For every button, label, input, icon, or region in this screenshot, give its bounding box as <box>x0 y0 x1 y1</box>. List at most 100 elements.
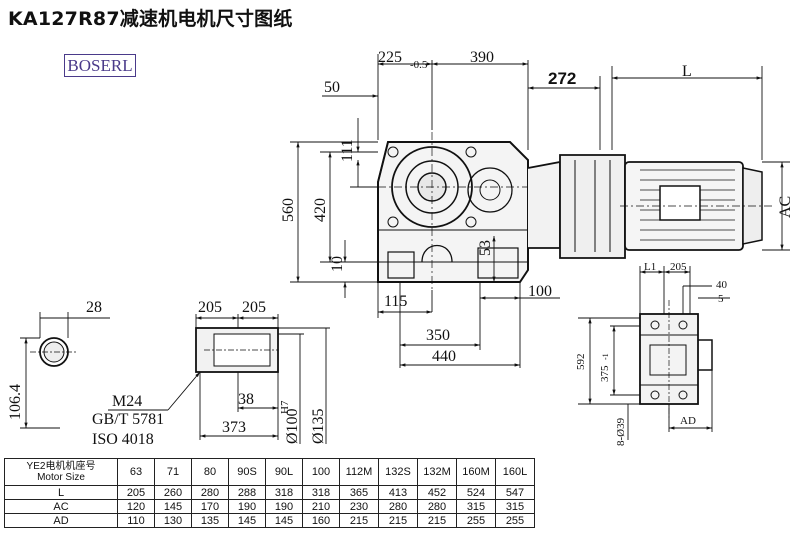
header-cn: YE2电机机座号 <box>26 461 96 472</box>
gearbox-front-view <box>362 132 775 292</box>
dim-phi100-fit: H7 <box>279 400 291 414</box>
table-cell: 452 <box>417 485 457 500</box>
dim-8-phi39: 8-Ø39 <box>615 417 627 446</box>
table-cell: 413 <box>378 485 418 500</box>
size-header-cell: 90L <box>265 458 303 486</box>
dim-phi135: Ø135 <box>310 408 327 444</box>
header-en: Motor Size <box>37 472 85 483</box>
size-header-cell: 112M <box>339 458 379 486</box>
row-label: AC <box>4 499 118 514</box>
shaft-end-view <box>20 312 110 429</box>
table-cell: 288 <box>228 485 266 500</box>
table-cell: 215 <box>378 513 418 528</box>
size-header-cell: 132S <box>378 458 418 486</box>
size-header-cell: 63 <box>117 458 155 486</box>
dim-28: 28 <box>86 299 102 316</box>
row-label: AD <box>4 513 118 528</box>
dim-phi100: Ø100 <box>284 408 301 444</box>
dim-5: 5 <box>718 293 724 305</box>
table-cell: 120 <box>117 499 155 514</box>
table-cell: 547 <box>495 485 535 500</box>
table-cell: 170 <box>191 499 229 514</box>
dim-L: L <box>682 63 692 80</box>
dim-53: 53 <box>477 240 494 256</box>
page-title: KA127R87减速机电机尺寸图纸 <box>8 8 293 30</box>
table-cell: 145 <box>265 513 303 528</box>
label-m24: M24 <box>112 393 142 410</box>
dim-205-left: 205 <box>198 299 222 316</box>
dim-560: 560 <box>280 198 297 222</box>
table-cell: 135 <box>191 513 229 528</box>
table-cell: 318 <box>265 485 303 500</box>
table-cell: 145 <box>228 513 266 528</box>
table-cell: 230 <box>339 499 379 514</box>
table-cell: 255 <box>495 513 535 528</box>
table-cell: 260 <box>154 485 192 500</box>
dim-111: 111 <box>339 139 356 162</box>
table-cell: 280 <box>378 499 418 514</box>
table-cell: 318 <box>302 485 340 500</box>
table-cell: 315 <box>495 499 535 514</box>
table-cell: 205 <box>117 485 155 500</box>
dim-225: 225 <box>378 49 402 66</box>
dim-205-right: 205 <box>242 299 266 316</box>
foot-view <box>578 266 730 440</box>
dim-40: 40 <box>716 279 728 291</box>
dim-225-tolerance: -0.5 <box>410 59 428 71</box>
size-header-cell: 132M <box>417 458 457 486</box>
table-cell: 215 <box>339 513 379 528</box>
dim-106-4: 106.4 <box>7 384 24 420</box>
table-cell: 365 <box>339 485 379 500</box>
table-cell: 280 <box>417 499 457 514</box>
label-iso-standard: ISO 4018 <box>92 431 154 448</box>
size-header-cell: 160M <box>456 458 496 486</box>
dim-205-foot: 205 <box>670 261 687 273</box>
dim-115: 115 <box>384 293 407 310</box>
size-header-cell: 160L <box>495 458 535 486</box>
table-cell: 110 <box>117 513 155 528</box>
dim-375: 375 <box>599 365 611 382</box>
table-cell: 280 <box>191 485 229 500</box>
dim-592: 592 <box>575 354 587 371</box>
table-cell: 315 <box>456 499 496 514</box>
hollow-shaft-section <box>108 314 330 444</box>
dim-AC: AC <box>777 196 794 218</box>
table-cell: 524 <box>456 485 496 500</box>
dim-10: 10 <box>329 256 346 272</box>
size-header-cell: 90S <box>228 458 266 486</box>
dim-50: 50 <box>324 79 340 96</box>
size-header-cell: 71 <box>154 458 192 486</box>
table-cell: 210 <box>302 499 340 514</box>
technical-drawing: 225 -0.5 390 272 L 50 111 560 420 10 115… <box>7 49 794 448</box>
table-cell: 130 <box>154 513 192 528</box>
dim-440: 440 <box>432 348 456 365</box>
dim-350: 350 <box>426 327 450 344</box>
size-header-cell: 100 <box>302 458 340 486</box>
dim-100: 100 <box>528 283 552 300</box>
brand-logo: BOSERL <box>64 54 136 77</box>
main-dimensions <box>290 54 790 368</box>
table-cell: 255 <box>456 513 496 528</box>
table-cell: 190 <box>228 499 266 514</box>
dim-L1: L1 <box>644 261 656 273</box>
table-cell: 160 <box>302 513 340 528</box>
row-label: L <box>4 485 118 500</box>
label-gb-standard: GB/T 5781 <box>92 411 164 428</box>
dim-38: 38 <box>238 391 254 408</box>
dim-375-tolerance: -1 <box>601 353 610 360</box>
dim-420: 420 <box>312 198 329 222</box>
dim-AD: AD <box>680 415 696 427</box>
dim-272: 272 <box>548 69 576 88</box>
size-header-cell: 80 <box>191 458 229 486</box>
table-cell: 145 <box>154 499 192 514</box>
dim-390: 390 <box>470 49 494 66</box>
table-cell: 215 <box>417 513 457 528</box>
table-cell: 190 <box>265 499 303 514</box>
dim-373: 373 <box>222 419 246 436</box>
